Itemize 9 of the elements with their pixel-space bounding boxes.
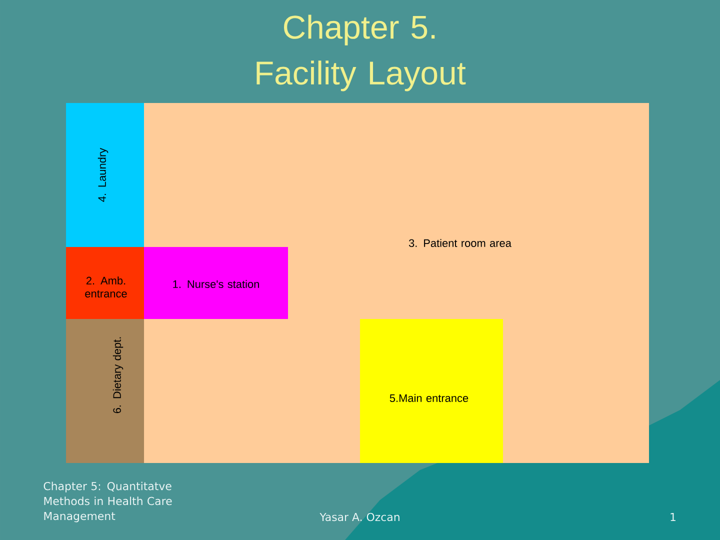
nurse-station-area: 1. Nurse's station xyxy=(144,247,288,319)
author-name: Yasar A. Ozcan xyxy=(320,512,400,522)
page-number: 1 xyxy=(670,513,676,521)
footer-text: Chapter 5: Quantitatve Methods in Health Care Management xyxy=(44,482,172,522)
main-entrance-area: 5.Main entrance xyxy=(360,319,503,463)
ambulance-entrance-area: 2. Amb. entrance xyxy=(66,247,144,319)
laundry-area: 4. Laundry xyxy=(66,103,144,247)
slide-title: Chapter 5. Facility Layout xyxy=(256,14,466,92)
dietary-area: 6. Dietary dept. xyxy=(66,319,144,463)
